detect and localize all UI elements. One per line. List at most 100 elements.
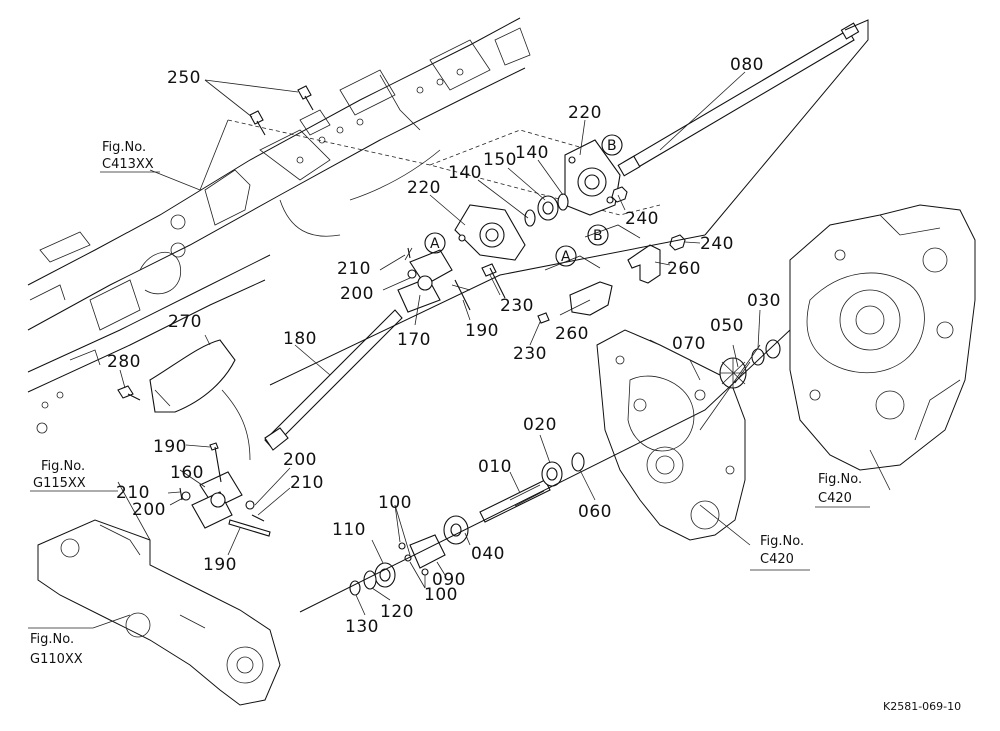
label-210-right: 210 xyxy=(290,473,324,493)
part-210-pin-upper xyxy=(407,247,411,259)
svg-text:C420: C420 xyxy=(818,491,852,506)
part-090-coupling xyxy=(409,534,446,569)
part-060-circlip xyxy=(571,452,585,472)
part-180-drive-shaft xyxy=(264,309,403,451)
label-160: 160 xyxy=(170,463,204,483)
label-070: 070 xyxy=(672,334,706,354)
label-150: 150 xyxy=(483,150,517,170)
label-220-upper: 220 xyxy=(568,103,602,123)
part-labels: 250 080 220 220 140 140 150 240 240 260 … xyxy=(107,55,781,637)
svg-text:C420: C420 xyxy=(760,552,794,567)
label-190-upper: 190 xyxy=(465,321,499,341)
label-260-right: 260 xyxy=(667,259,701,279)
part-150-bearing xyxy=(537,195,559,221)
part-160-universal-joint xyxy=(191,471,243,529)
label-140-left: 140 xyxy=(448,163,482,183)
callout-a-lower: A xyxy=(555,245,577,267)
chassis-frame xyxy=(27,17,531,434)
leader-lines xyxy=(92,71,891,629)
figref-c420-left: Fig.No. C420 xyxy=(750,534,810,571)
label-030: 030 xyxy=(747,291,781,311)
part-190-bolt-lower xyxy=(228,519,271,537)
label-100-upper: 100 xyxy=(378,493,412,513)
label-080: 080 xyxy=(730,55,764,75)
label-190-top: 190 xyxy=(153,437,187,457)
label-210-upper: 210 xyxy=(337,259,371,279)
svg-text:A: A xyxy=(561,249,571,265)
part-190-pin-lower xyxy=(209,442,222,483)
label-200-left: 200 xyxy=(132,500,166,520)
transmission-case-right xyxy=(789,204,976,471)
callout-b-upper: B xyxy=(601,134,623,156)
svg-text:C413XX: C413XX xyxy=(102,157,154,172)
label-090: 090 xyxy=(432,570,466,590)
part-010-shaft xyxy=(479,479,551,523)
part-250-bolt-a xyxy=(297,85,314,111)
label-280: 280 xyxy=(107,352,141,372)
label-060: 060 xyxy=(578,502,612,522)
part-240-nut-a xyxy=(611,186,628,203)
label-050: 050 xyxy=(710,316,744,336)
part-100-ball-a xyxy=(398,542,406,550)
label-020: 020 xyxy=(523,415,557,435)
figref-g115xx: Fig.No. G115XX xyxy=(30,459,118,492)
part-200-washer-lower xyxy=(181,491,191,501)
part-260-bracket-a xyxy=(627,244,661,284)
label-260-left: 260 xyxy=(555,324,589,344)
label-200-upper: 200 xyxy=(340,284,374,304)
part-140-seal-a xyxy=(557,193,569,211)
svg-text:G110XX: G110XX xyxy=(30,652,83,667)
part-270-shaft-cover xyxy=(149,339,236,413)
svg-text:A: A xyxy=(430,236,440,252)
label-270: 270 xyxy=(168,312,202,332)
label-230-upper: 230 xyxy=(500,296,534,316)
label-120: 120 xyxy=(380,602,414,622)
part-220-housing-upper xyxy=(564,139,621,216)
label-210-left: 210 xyxy=(116,483,150,503)
svg-text:Fig.No.: Fig.No. xyxy=(30,632,74,647)
part-210-pin-right xyxy=(251,514,265,522)
part-210-pin-lower xyxy=(179,487,183,501)
part-030-bearing xyxy=(765,339,781,359)
label-190-bottom: 190 xyxy=(203,555,237,575)
label-250: 250 xyxy=(167,68,201,88)
figref-c420-right: Fig.No. C420 xyxy=(815,472,870,508)
figref-c413xx: Fig.No. C413XX xyxy=(100,140,160,173)
svg-text:Fig.No.: Fig.No. xyxy=(102,140,146,155)
label-100-lower: 100 xyxy=(424,585,458,605)
part-230-bolt-b xyxy=(537,312,550,324)
part-200-washer-upper xyxy=(407,269,417,279)
label-200-right: 200 xyxy=(283,450,317,470)
label-040: 040 xyxy=(471,544,505,564)
part-250-bolt-b xyxy=(249,110,266,136)
figref-g110xx: Fig.No. G110XX xyxy=(28,627,93,667)
callout-b-lower: B xyxy=(587,224,609,246)
label-130: 130 xyxy=(345,617,379,637)
svg-text:B: B xyxy=(607,138,617,154)
svg-text:B: B xyxy=(593,228,603,244)
part-190-pin-upper xyxy=(454,279,471,311)
label-010: 010 xyxy=(478,457,512,477)
label-230-lower: 230 xyxy=(513,344,547,364)
svg-text:Fig.No.: Fig.No. xyxy=(760,534,804,549)
part-200-washer-right xyxy=(245,500,255,510)
part-070-gear xyxy=(719,357,747,389)
part-260-bracket-b xyxy=(569,281,613,316)
svg-text:Fig.No.: Fig.No. xyxy=(41,459,85,474)
drawing-code: K2581-069-10 xyxy=(883,700,961,713)
front-axle-housing xyxy=(37,519,281,706)
part-240-nut-b xyxy=(669,234,686,251)
part-100-ball-b xyxy=(421,568,429,576)
label-240-right: 240 xyxy=(700,234,734,254)
part-050-collar xyxy=(751,348,765,366)
svg-text:Fig.No.: Fig.No. xyxy=(818,472,862,487)
part-280-bolt xyxy=(117,385,141,401)
transmission-case-left xyxy=(596,329,746,541)
svg-text:G115XX: G115XX xyxy=(33,476,86,491)
label-220-lower: 220 xyxy=(407,178,441,198)
part-230-bolt-a xyxy=(481,263,506,299)
label-240-left: 240 xyxy=(625,209,659,229)
part-130-circlip xyxy=(349,580,361,596)
